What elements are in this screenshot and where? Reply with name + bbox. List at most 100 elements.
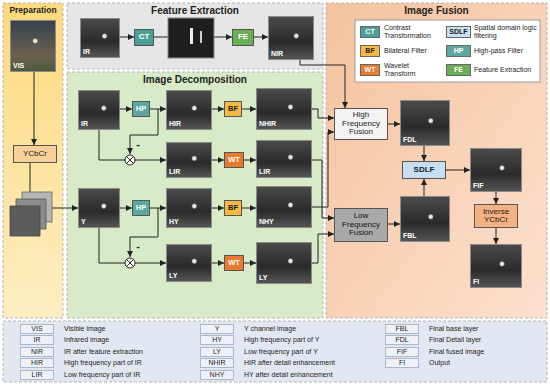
subtract-symbol	[125, 155, 135, 165]
flow-arrow	[212, 109, 224, 110]
box-label: Inverse YCbCr	[476, 208, 516, 225]
figure-mark	[200, 31, 202, 43]
process-box: YCbCr	[13, 145, 57, 163]
figure-mark	[190, 28, 193, 44]
process-box: Inverse YCbCr	[474, 204, 518, 228]
description-cell: Visible image	[60, 324, 190, 334]
minus-sign: -	[134, 139, 142, 149]
flow-arrow	[212, 160, 224, 161]
image-label: HY	[167, 218, 181, 227]
image-label: FBL	[401, 232, 419, 241]
legend-text: Feature Extraction	[474, 62, 538, 78]
operator-cross	[127, 260, 134, 267]
abbreviation-cell: NIR	[20, 347, 54, 357]
process-box: BF	[224, 101, 242, 117]
image-label: FIF	[471, 182, 486, 191]
process-box: High Frequency Fusion	[334, 108, 388, 140]
process-box: WT	[224, 255, 244, 271]
flow-arrow	[388, 124, 400, 125]
description-cell: Final base layer	[425, 324, 543, 334]
feature-panel	[67, 3, 323, 69]
flow-arrow	[212, 263, 224, 264]
flow-arrow	[312, 160, 334, 218]
abbreviation-cell: HIR	[20, 358, 54, 368]
image-label: IR	[81, 48, 92, 57]
legend-text: High-pass Filter	[474, 43, 538, 59]
flow-arrow	[120, 109, 132, 110]
image-label: IR	[79, 120, 90, 129]
box-label: CT	[139, 33, 150, 41]
panel-title: Image Decomposition	[67, 74, 323, 85]
image-frame	[168, 18, 214, 58]
legend-text: Bilateral Filter	[384, 43, 442, 59]
operator-circle	[125, 155, 135, 165]
legend-abbreviation: CT	[360, 26, 380, 38]
channel-image	[10, 206, 40, 236]
box-label: High Frequency Fusion	[336, 111, 386, 136]
image-thumbnail: NHIR	[256, 88, 312, 130]
minus-sign: -	[134, 241, 142, 251]
process-box: HP	[132, 101, 150, 117]
legend-box	[355, 20, 540, 82]
legend-abbreviation: WT	[360, 64, 380, 76]
description-cell: Final fused image	[425, 347, 543, 357]
description-cell: IR after feature extraction	[60, 347, 190, 357]
box-label: WT	[228, 156, 240, 164]
abbreviation-cell: LIR	[20, 370, 54, 380]
image-thumbnail: NHY	[256, 186, 312, 228]
legend-abbreviation: HP	[446, 45, 471, 57]
image-thumbnail: VIS	[10, 20, 56, 72]
process-box: Low Frequency Fusion	[334, 208, 388, 242]
legend-text: Contrast Transformation	[384, 24, 442, 40]
flow-arrow	[388, 224, 400, 225]
flow-arrow	[496, 228, 497, 244]
image-thumbnail: LIR	[166, 142, 212, 178]
image-label: FI	[471, 278, 481, 287]
abbreviation-cell: NHY	[200, 370, 234, 380]
box-label: HP	[136, 105, 146, 113]
legend-text: Spatial domain logic filtering	[474, 24, 538, 40]
image-thumbnail: FI	[470, 244, 522, 288]
description-cell: Low frequency part of Y	[240, 347, 375, 357]
flow-arrow	[312, 132, 334, 207]
image-thumbnail: FIF	[470, 148, 522, 192]
process-box: FE	[232, 29, 254, 46]
image-label: Y	[79, 218, 88, 227]
flow-arrow	[242, 109, 256, 110]
flow-arrow	[242, 208, 256, 209]
image-thumbnail: LY	[166, 244, 212, 282]
flow-arrow	[212, 208, 224, 209]
flow-arrow	[244, 263, 256, 264]
image-thumbnail: LY	[256, 242, 312, 284]
image-thumbnail: HIR	[166, 90, 212, 130]
image-thumbnail: IR	[80, 18, 120, 58]
abbreviation-cell: LY	[200, 347, 234, 357]
abbreviation-cell: VIS	[20, 324, 54, 334]
preparation-panel	[3, 3, 63, 318]
process-box: WT	[224, 152, 244, 168]
legend-abbreviation: FE	[446, 64, 471, 76]
box-label: FE	[238, 33, 248, 41]
contrast-image	[168, 18, 214, 58]
image-label: LIR	[257, 168, 272, 177]
flow-arrow	[120, 208, 132, 209]
image-label: HIR	[167, 120, 183, 129]
panel-title: Image Fusion	[326, 5, 547, 16]
flow-arrow	[496, 192, 497, 204]
abbreviation-cell: HY	[200, 335, 234, 345]
description-cell: Low frequency part of IR	[60, 370, 190, 380]
image-thumbnail: NIR	[268, 16, 314, 60]
image-label: LY	[257, 274, 269, 283]
description-cell: High frequency part of Y	[240, 335, 375, 345]
image-label: LIR	[167, 168, 182, 177]
flow-arrow	[424, 146, 425, 161]
box-label: BF	[228, 105, 238, 113]
process-box: BF	[224, 200, 242, 216]
panel-title: Preparation	[3, 5, 63, 15]
process-box: SDLF	[402, 161, 446, 179]
flow-arrow	[34, 72, 35, 145]
flow-arrow	[312, 234, 334, 263]
abbreviation-cell: FI	[385, 358, 419, 368]
subtract-symbol	[125, 258, 135, 268]
flow-arrow	[120, 37, 134, 38]
